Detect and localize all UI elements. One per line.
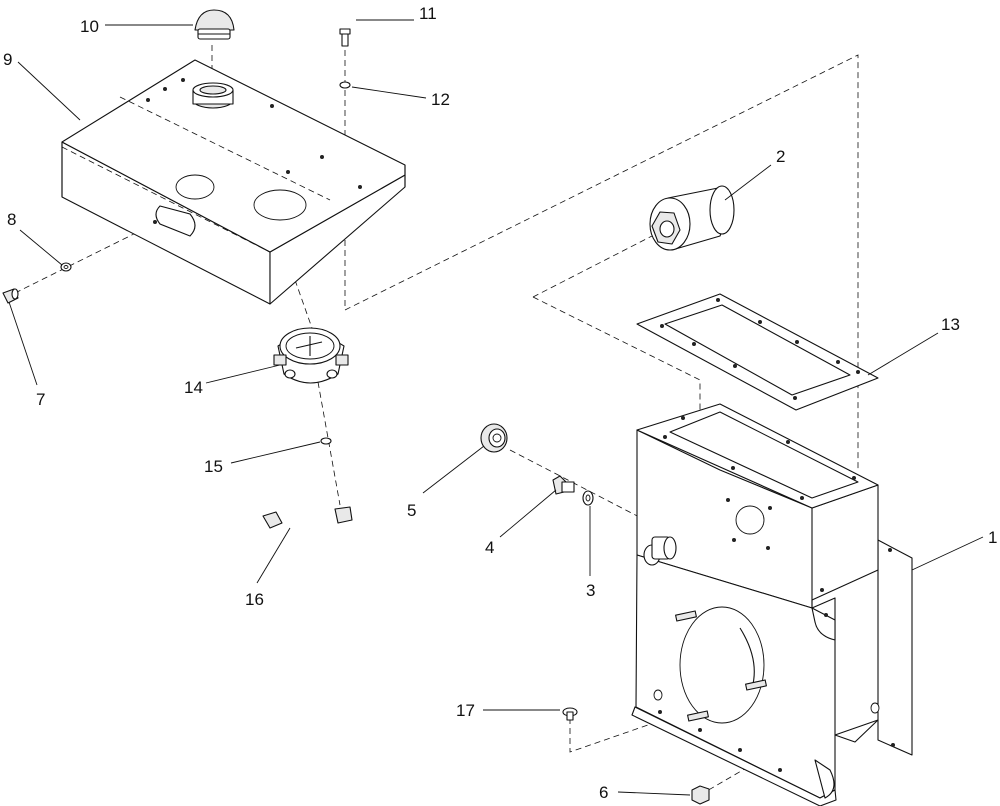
- callout-1: 1: [988, 528, 997, 547]
- callout-17: 17: [456, 701, 475, 720]
- tank-cover-part-9: [61, 59, 406, 305]
- plug-part-5: [480, 423, 508, 453]
- filter-part-2: [649, 185, 735, 251]
- callout-8: 8: [7, 210, 16, 229]
- callout-3: 3: [586, 581, 595, 600]
- screw-part-17: [562, 707, 578, 721]
- washer-part-12: [339, 81, 351, 89]
- callout-14: 14: [184, 378, 203, 397]
- callout-16: 16: [245, 590, 264, 609]
- gauge-part-14: [273, 327, 349, 384]
- gasket-part-13: [636, 293, 879, 411]
- screw-part-11: [339, 28, 351, 47]
- callout-12: 12: [431, 90, 450, 109]
- fitting-part-4: [552, 475, 575, 495]
- callout-6: 6: [599, 783, 608, 802]
- callout-labels: 1 2 3 4 5 6 7 8 9 10 11 12 13 14 15 16 1…: [3, 4, 997, 802]
- callout-7: 7: [36, 390, 45, 409]
- washer-part-3: [582, 490, 594, 506]
- callout-15: 15: [204, 457, 223, 476]
- filler-cap-part-10: [194, 9, 235, 40]
- leader-lines: [8, 19, 984, 796]
- washer-part-15: [320, 437, 332, 445]
- callout-9: 9: [3, 50, 12, 69]
- washer-part-8: [60, 262, 72, 272]
- hose-part-16: [262, 506, 353, 562]
- callout-11: 11: [419, 4, 437, 23]
- housing-part-1: [631, 403, 913, 806]
- callout-13: 13: [941, 315, 960, 334]
- plug-part-7: [2, 288, 19, 304]
- callout-10: 10: [80, 17, 99, 36]
- callout-5: 5: [407, 501, 416, 520]
- callout-2: 2: [776, 147, 785, 166]
- callout-4: 4: [485, 538, 494, 557]
- nut-part-6: [691, 785, 710, 805]
